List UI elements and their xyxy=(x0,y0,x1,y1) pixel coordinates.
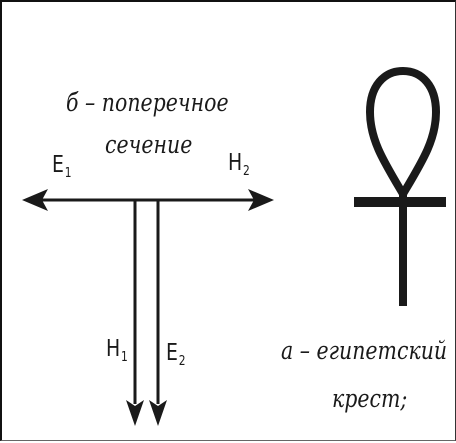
egyptian-cross-caption-line1: а – египетский xyxy=(281,336,448,365)
arrowhead-right xyxy=(248,189,274,211)
vector-label-h1-index: 1 xyxy=(121,350,128,365)
vector-label-e1: E1 xyxy=(52,152,72,181)
arrowhead-down-e2 xyxy=(149,400,167,426)
vector-label-e2-index: 2 xyxy=(178,354,186,369)
vector-label-h2: H2 xyxy=(228,150,250,179)
vector-label-e2-letter: E xyxy=(166,340,178,366)
vector-label-e1-index: 1 xyxy=(64,166,72,181)
vector-label-h2-letter: H xyxy=(228,150,243,176)
vector-label-h1: H1 xyxy=(106,336,128,365)
cross-section-vectors xyxy=(22,189,274,426)
cross-section-caption-line1: б – поперечное xyxy=(66,88,229,117)
ankh-icon xyxy=(354,67,446,306)
egyptian-cross-caption-line2: крест; xyxy=(332,384,408,413)
arrowhead-left xyxy=(22,189,48,211)
arrowhead-down-h1 xyxy=(126,400,144,426)
vector-label-h1-letter: H xyxy=(106,336,121,362)
cross-section-caption-line2: сечение xyxy=(105,130,193,159)
ankh-loop xyxy=(366,67,440,198)
vector-label-e2: E2 xyxy=(166,340,186,369)
ankh-stem xyxy=(399,194,407,306)
vector-label-h2-index: 2 xyxy=(243,164,250,179)
vector-label-e1-letter: E xyxy=(52,152,64,178)
